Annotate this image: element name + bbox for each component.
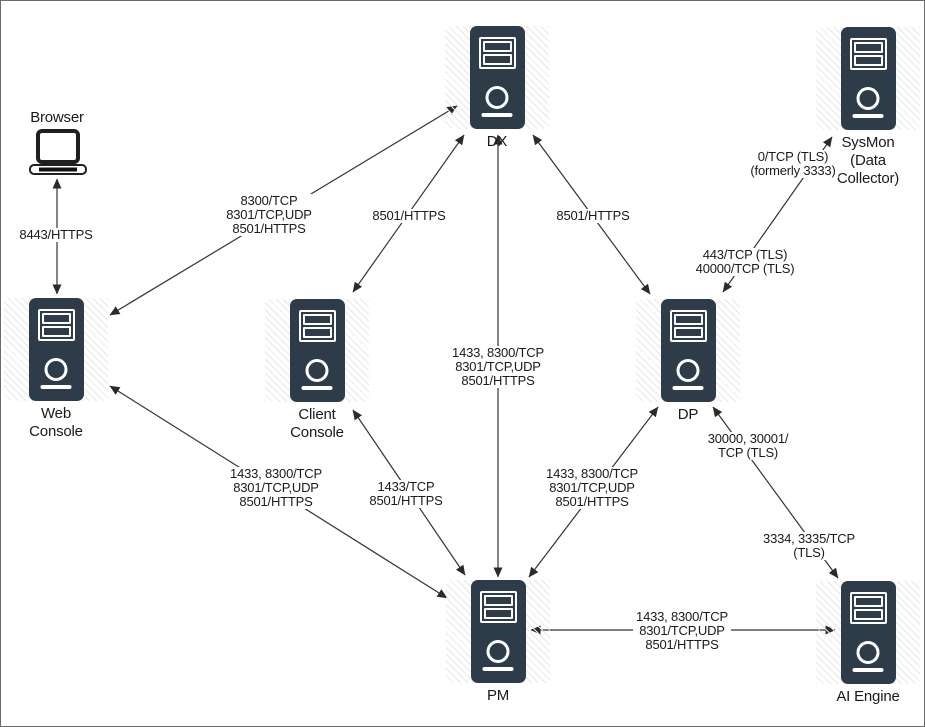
node-label: DP [677, 406, 699, 423]
power-button-icon [676, 359, 700, 382]
server-icon [840, 581, 896, 684]
node-label: PM [486, 687, 510, 704]
node-client-console: Client Console [265, 299, 369, 442]
drive-bays [298, 310, 336, 342]
power-button-icon [305, 359, 329, 382]
drive-bays [37, 309, 75, 341]
edge-label-dp-ai-engine-upper: 30000, 30001/ TCP (TLS) [704, 432, 792, 460]
edge-label-dp-ai-engine-lower: 3334, 3335/TCP (TLS) [760, 532, 858, 560]
vent-bar [852, 114, 884, 118]
edge-label-browser-web-console: 8443/HTTPS [16, 228, 96, 242]
edge-label-web-console-dx: 8300/TCP 8301/TCP,UDP 8501/HTTPS [223, 194, 315, 236]
node-ai-engine: AI Engine [816, 581, 920, 706]
vent-bar [482, 667, 514, 671]
drive-bays [849, 38, 887, 70]
edge-label-dp-pm: 1433, 8300/TCP 8301/TCP,UDP 8501/HTTPS [543, 467, 641, 509]
edge-label-dx-pm: 1433, 8300/TCP 8301/TCP,UDP 8501/HTTPS [449, 346, 547, 388]
laptop-icon [29, 129, 87, 175]
drive-bays [478, 37, 516, 69]
node-dx: DX [445, 26, 549, 151]
power-button-icon [856, 87, 880, 110]
node-label: AI Engine [836, 688, 900, 705]
node-label: Browser [30, 109, 84, 126]
vent-bar [672, 386, 704, 390]
edge-label-client-console-dx: 8501/HTTPS [369, 209, 449, 223]
node-browser: Browser [17, 109, 97, 184]
server-icon [28, 298, 84, 401]
power-button-icon [856, 641, 880, 664]
vent-bar [852, 668, 884, 672]
edge-label-dx-dp: 8501/HTTPS [553, 209, 633, 223]
server-icon [469, 26, 525, 129]
drive-bays [669, 310, 707, 342]
drive-bays [479, 591, 517, 623]
node-label: DX [486, 133, 508, 150]
power-button-icon [44, 358, 68, 381]
edge-label-dp-sysmon-upper: 0/TCP (TLS) (formerly 3333) [747, 150, 839, 178]
server-icon [289, 299, 345, 402]
node-label: Web Console [29, 405, 83, 440]
node-label: SysMon (Data Collector) [836, 134, 900, 187]
vent-bar [481, 113, 513, 117]
edge-label-web-console-pm: 1433, 8300/TCP 8301/TCP,UDP 8501/HTTPS [227, 467, 325, 509]
node-pm: PM [446, 580, 550, 705]
server-icon [840, 27, 896, 130]
drive-bays [849, 592, 887, 624]
edge-label-dp-sysmon-lower: 443/TCP (TLS) 40000/TCP (TLS) [692, 248, 798, 276]
server-icon [470, 580, 526, 683]
power-button-icon [486, 640, 510, 663]
vent-bar [40, 385, 72, 389]
node-sysmon: SysMon (Data Collector) [816, 27, 920, 188]
edge-label-client-console-pm: 1433/TCP 8501/HTTPS [366, 480, 446, 508]
server-icon [660, 299, 716, 402]
node-dp: DP [636, 299, 740, 424]
node-web-console: Web Console [4, 298, 108, 441]
node-label: Client Console [290, 406, 344, 441]
edge-label-pm-ai-engine: 1433, 8300/TCP 8301/TCP,UDP 8501/HTTPS [633, 610, 731, 652]
power-button-icon [485, 86, 509, 109]
vent-bar [301, 386, 333, 390]
